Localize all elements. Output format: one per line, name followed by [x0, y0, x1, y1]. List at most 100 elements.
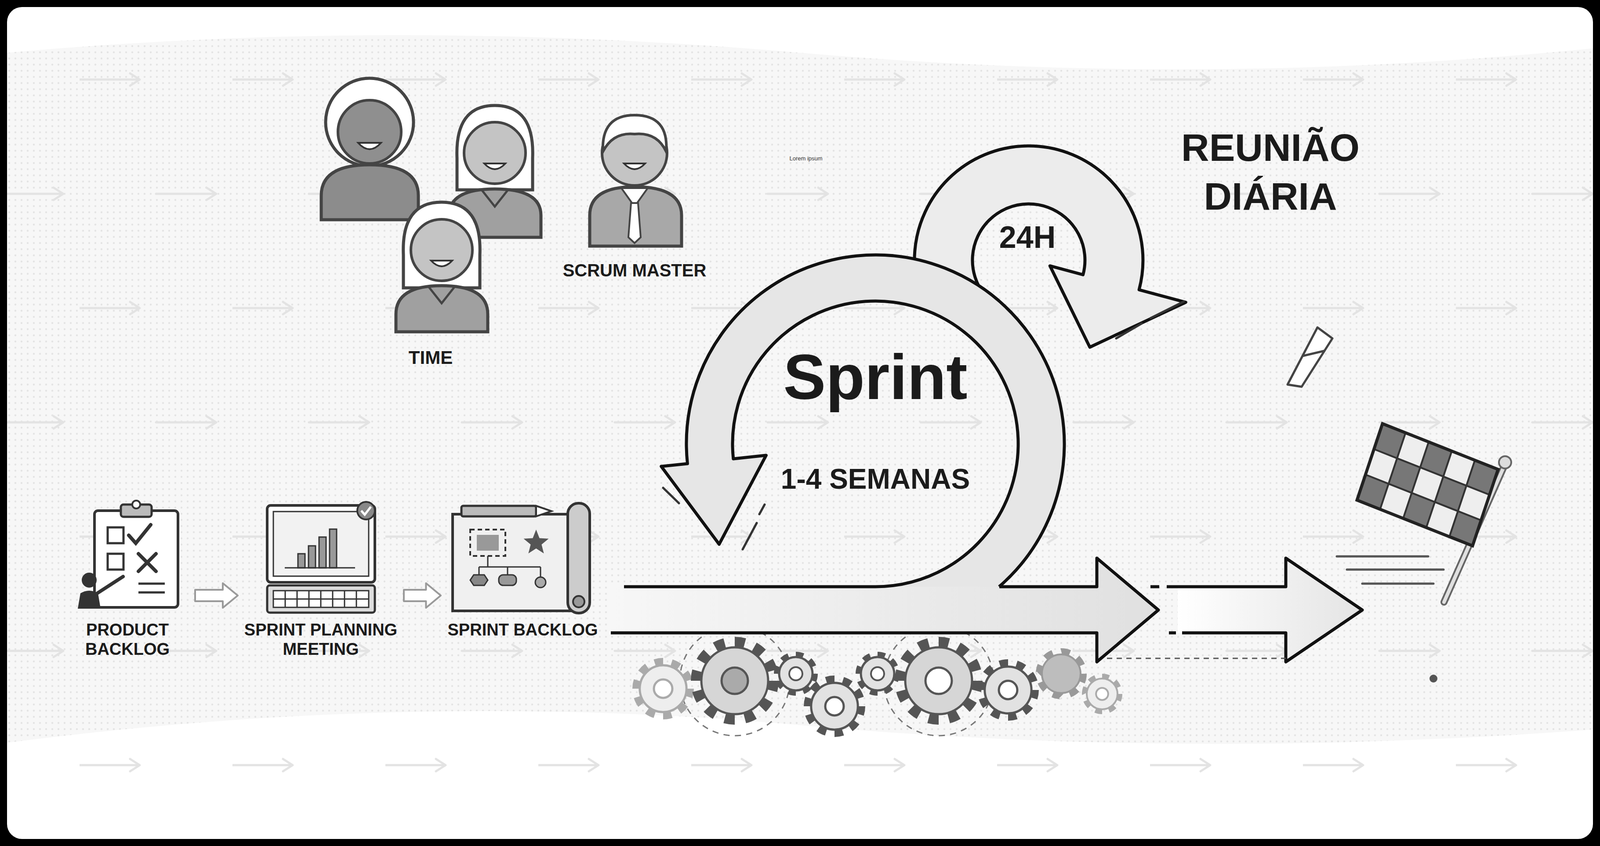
team-illustration: [358, 142, 381, 150]
planning-icon: [361, 506, 371, 515]
gear-cluster: [1086, 678, 1118, 710]
node-label: PRODUCT BACKLOG: [65, 620, 190, 659]
scrum-master-figure: [589, 186, 682, 247]
backlog-icon: [107, 527, 124, 544]
gear-cluster: [779, 656, 813, 691]
backlog-icon: [107, 553, 124, 570]
backlog-icon: [138, 553, 157, 572]
decor-shape: [1429, 674, 1438, 683]
gear-cluster: [998, 680, 1018, 700]
scrum-master-figure: [628, 203, 641, 244]
sprint-backlog-icon: [478, 555, 541, 577]
planning-icon: [284, 567, 356, 569]
gear-cluster: [807, 678, 862, 733]
gear-cluster: [1084, 676, 1121, 712]
loop-period: 24H: [999, 219, 1056, 256]
planning-icon: [329, 529, 337, 568]
sprint-backlog-icon: [536, 505, 552, 517]
gear-cluster: [653, 679, 673, 698]
sprint-loop-arrow: [661, 254, 1065, 587]
team-illustration: [464, 122, 526, 184]
gear-cluster: [883, 625, 994, 736]
gear-cluster: [858, 654, 897, 693]
gear-cluster: [1041, 654, 1081, 693]
decor-shape: [1287, 327, 1333, 387]
planning-icon: [308, 545, 316, 568]
planning-icon: [357, 501, 375, 520]
gear-cluster: [870, 667, 885, 681]
finish-flag: [1498, 456, 1512, 469]
flow-arrow: [1166, 558, 1363, 662]
loop-period: 1-4 SEMANAS: [780, 463, 970, 496]
backlog-icon: [132, 500, 141, 509]
gear-cluster: [696, 642, 774, 720]
gear-cluster: [980, 662, 1035, 717]
gear-cluster: [905, 647, 973, 715]
node-label: SCRUM MASTER: [550, 260, 719, 281]
sprint-loop-outline: [663, 487, 765, 550]
planning-icon: [267, 585, 375, 613]
finish-flag: [1336, 556, 1444, 584]
team-illustration: [428, 286, 455, 304]
planning-icon: [273, 511, 369, 577]
gear-cluster: [1095, 687, 1109, 701]
loop-title: REUNIÃO DIÁRIA: [1138, 123, 1403, 222]
role-figure: SCRUM MASTER: [546, 101, 723, 284]
node-label: SPRINT BACKLOG: [446, 620, 600, 640]
backlog-icon: [138, 583, 165, 593]
team-illustration: [395, 285, 488, 332]
sprint-cycle: Sprint 1-4 SEMANAS: [686, 254, 1065, 633]
team-illustration: [321, 164, 419, 220]
artifact-card: SPRINT BACKLOG: [442, 496, 603, 644]
flow-arrow: [1106, 657, 1286, 660]
decor-shape: [1302, 350, 1325, 356]
background: [7, 7, 1593, 839]
team-illustration: [410, 219, 473, 281]
scrum-master-figure: [624, 163, 646, 170]
node-label: TIME: [319, 347, 542, 369]
gear-cluster: [1038, 651, 1084, 697]
backlog-icon: [94, 576, 124, 596]
sprint-loop-arrow: [661, 254, 1065, 587]
flow-arrow: [610, 558, 1159, 662]
gear-cluster: [635, 661, 690, 716]
gear-cluster: [701, 647, 769, 715]
sprint-backlog-icon: [452, 514, 576, 611]
flow-arrow: [610, 558, 1159, 662]
team-illustration: [321, 78, 541, 332]
finish-flag: [1356, 423, 1499, 546]
sprint-loop-outline: [1116, 301, 1184, 339]
planning-icon: [267, 501, 375, 613]
flow-connector: [403, 583, 441, 608]
decor-shape: [1287, 327, 1438, 683]
finish-flag: [1336, 423, 1512, 603]
team-illustration: [403, 202, 481, 288]
planning-icon: [273, 590, 369, 608]
sprint-backlog-icon: [535, 576, 546, 588]
sprint-backlog-icon: [476, 534, 499, 551]
artifact-card: PRODUCT BACKLOG: [61, 496, 194, 663]
gear-cluster: [825, 696, 844, 716]
scrum-master-figure: [589, 115, 682, 247]
gear-cluster: [639, 665, 687, 712]
sprint-backlog-icon: [573, 595, 585, 608]
loop-title: Sprint: [783, 340, 968, 414]
sprint-loop-outline: [661, 254, 1065, 587]
team-illustration: [325, 78, 414, 167]
team-illustration: [457, 105, 534, 190]
backlog-icon: [81, 572, 97, 588]
flow-connector: [195, 583, 238, 608]
team-illustration: [337, 100, 402, 164]
sprint-backlog-icon: [470, 574, 488, 586]
flow-arrow: [1150, 586, 1176, 633]
gear-cluster: [789, 667, 803, 681]
sprint-backlog-icon: [452, 503, 590, 614]
backlog-icon: [77, 500, 178, 609]
gear-cluster: [811, 682, 858, 730]
event-card: SPRINT PLANNING MEETING: [239, 496, 403, 663]
